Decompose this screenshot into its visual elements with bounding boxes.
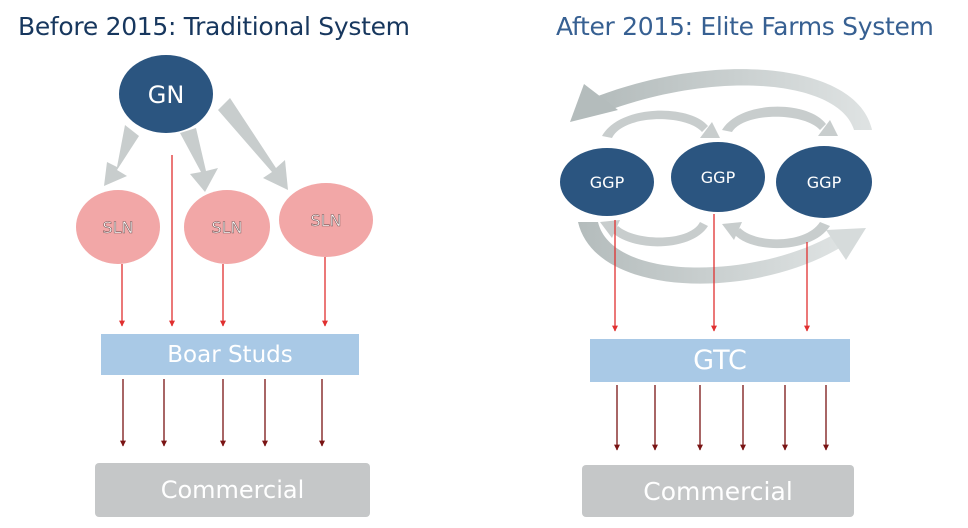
gtc-label: GTC [693, 345, 747, 376]
sln-node-2-label: SLN [211, 218, 242, 237]
sln-node-1: SLN [76, 190, 160, 264]
outer-top-flow-arrowhead [570, 84, 618, 122]
ggp-node-2-label: GGP [701, 168, 736, 187]
gn-to-sln-3-arrow [218, 98, 288, 190]
title-elite-farms-system: After 2015: Elite Farms System [556, 12, 934, 41]
ggp-node-3-label: GGP [807, 173, 842, 192]
left-dark-arrows [120, 379, 325, 447]
left-red-arrows [119, 155, 328, 327]
sln-node-2: SLN [184, 190, 270, 264]
inner-bottom-flow-arrowhead-2 [722, 222, 742, 240]
commercial-box-left: Commercial [95, 463, 370, 517]
inner-top-flow-arrow-2 [722, 106, 826, 132]
gn-to-sln-arrows [104, 98, 288, 192]
ggp-node-1: GGP [560, 148, 654, 216]
inner-top-flow-arrowhead-1 [700, 122, 720, 138]
inner-bottom-flow-arrow-1 [612, 222, 708, 247]
right-dark-arrows [614, 385, 829, 451]
sln-node-3: SLN [279, 183, 373, 257]
ggp-node-1-label: GGP [590, 173, 625, 192]
outer-top-flow-arrow [598, 69, 872, 130]
commercial-right-label: Commercial [643, 476, 793, 506]
right-red-arrows [612, 214, 810, 332]
inner-top-flow-arrow-1 [602, 110, 708, 138]
outer-bottom-flow-arrowhead [826, 228, 866, 260]
sln-node-3-label: SLN [310, 211, 341, 230]
inner-top-flow-arrowhead-2 [818, 120, 838, 136]
boar-studs-box: Boar Studs [101, 334, 359, 375]
gn-to-sln-1-arrow [104, 125, 139, 186]
commercial-box-right: Commercial [582, 465, 854, 517]
gn-to-sln-2-arrow [180, 128, 218, 192]
sln-node-1-label: SLN [102, 218, 133, 237]
outer-bottom-flow-arrow [578, 222, 846, 284]
ggp-node-2: GGP [671, 142, 765, 212]
gn-node: GN [119, 55, 213, 133]
gtc-box: GTC [590, 339, 850, 382]
ggp-gene-flow-arrows [570, 69, 872, 284]
title-traditional-system: Before 2015: Traditional System [18, 12, 410, 41]
commercial-left-label: Commercial [160, 476, 305, 504]
boar-studs-label: Boar Studs [167, 341, 293, 368]
gn-node-label: GN [148, 81, 185, 109]
inner-bottom-flow-arrow-2 [734, 222, 830, 249]
ggp-node-3: GGP [776, 146, 872, 218]
